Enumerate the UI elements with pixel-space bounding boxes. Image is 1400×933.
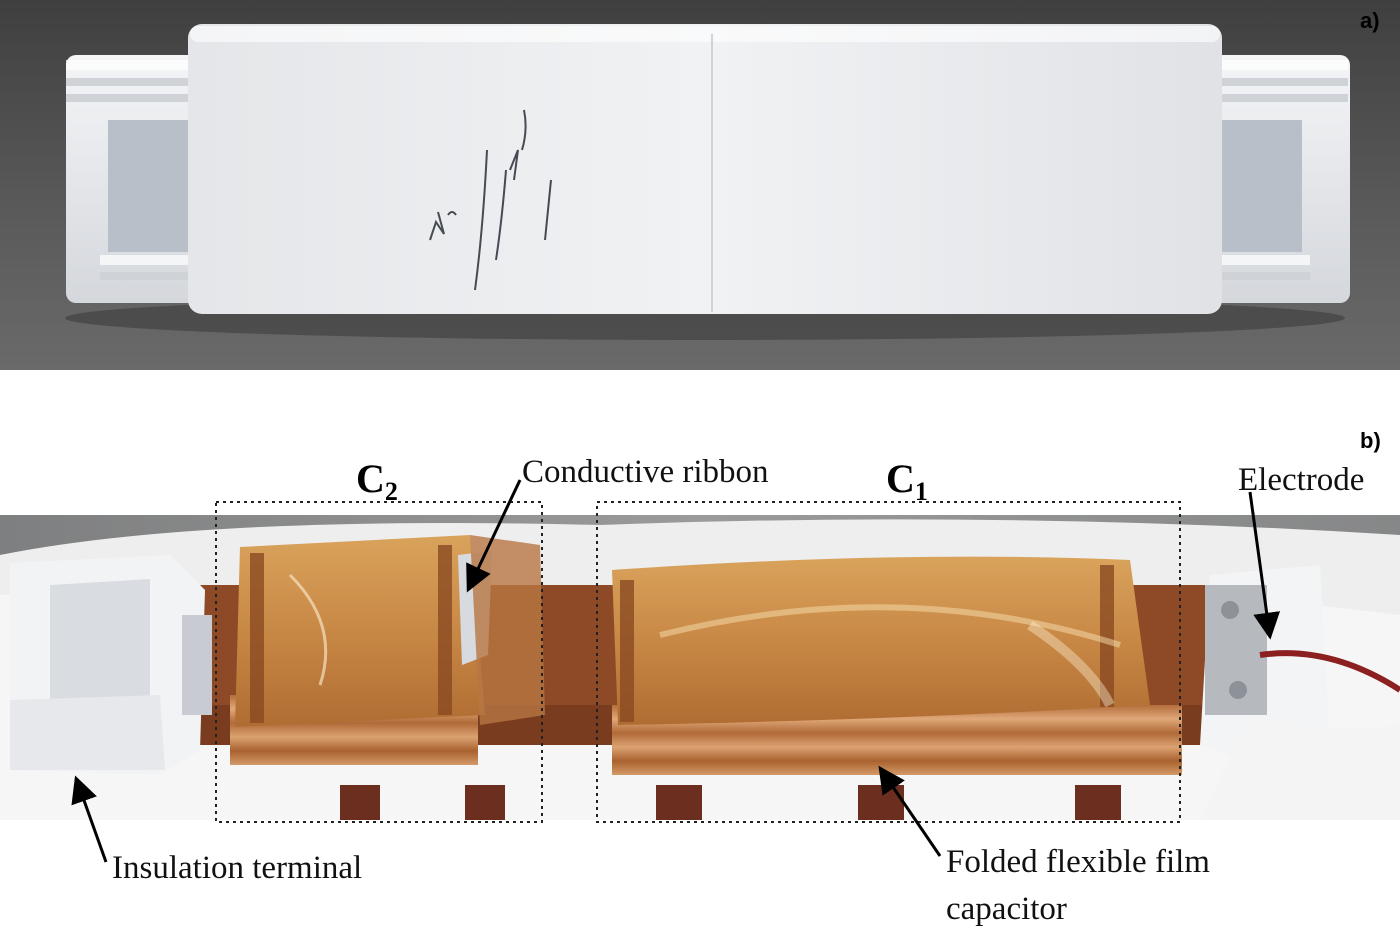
- panel-letter-b: b): [1360, 428, 1381, 453]
- photo-open-capacitor-assembly: [0, 515, 1400, 820]
- right-end-terminal: [1200, 55, 1350, 303]
- label-film-capacitor-line1: Folded flexible film: [946, 844, 1210, 880]
- label-insulation-terminal: Insulation terminal: [112, 850, 363, 886]
- housing-lid: [188, 24, 1222, 314]
- left-end-terminal: [66, 55, 210, 303]
- right-electrode-terminal: [1200, 565, 1400, 820]
- photo-panel-a: [0, 0, 1400, 370]
- label-c1: C1: [886, 456, 928, 506]
- label-film-capacitor-line2: capacitor: [946, 891, 1067, 927]
- c1-capacitor-stack: [612, 556, 1182, 775]
- label-electrode: Electrode: [1238, 462, 1365, 498]
- label-c2: C2: [356, 456, 398, 506]
- left-insulation-terminal: [10, 555, 212, 775]
- handwritten-marking: [429, 109, 552, 291]
- label-conductive-ribbon: Conductive ribbon: [522, 454, 769, 490]
- panel-letter-a: a): [1360, 8, 1380, 33]
- photo-panel-b: [0, 515, 1400, 820]
- photo-closed-capacitor-housing: [0, 0, 1400, 370]
